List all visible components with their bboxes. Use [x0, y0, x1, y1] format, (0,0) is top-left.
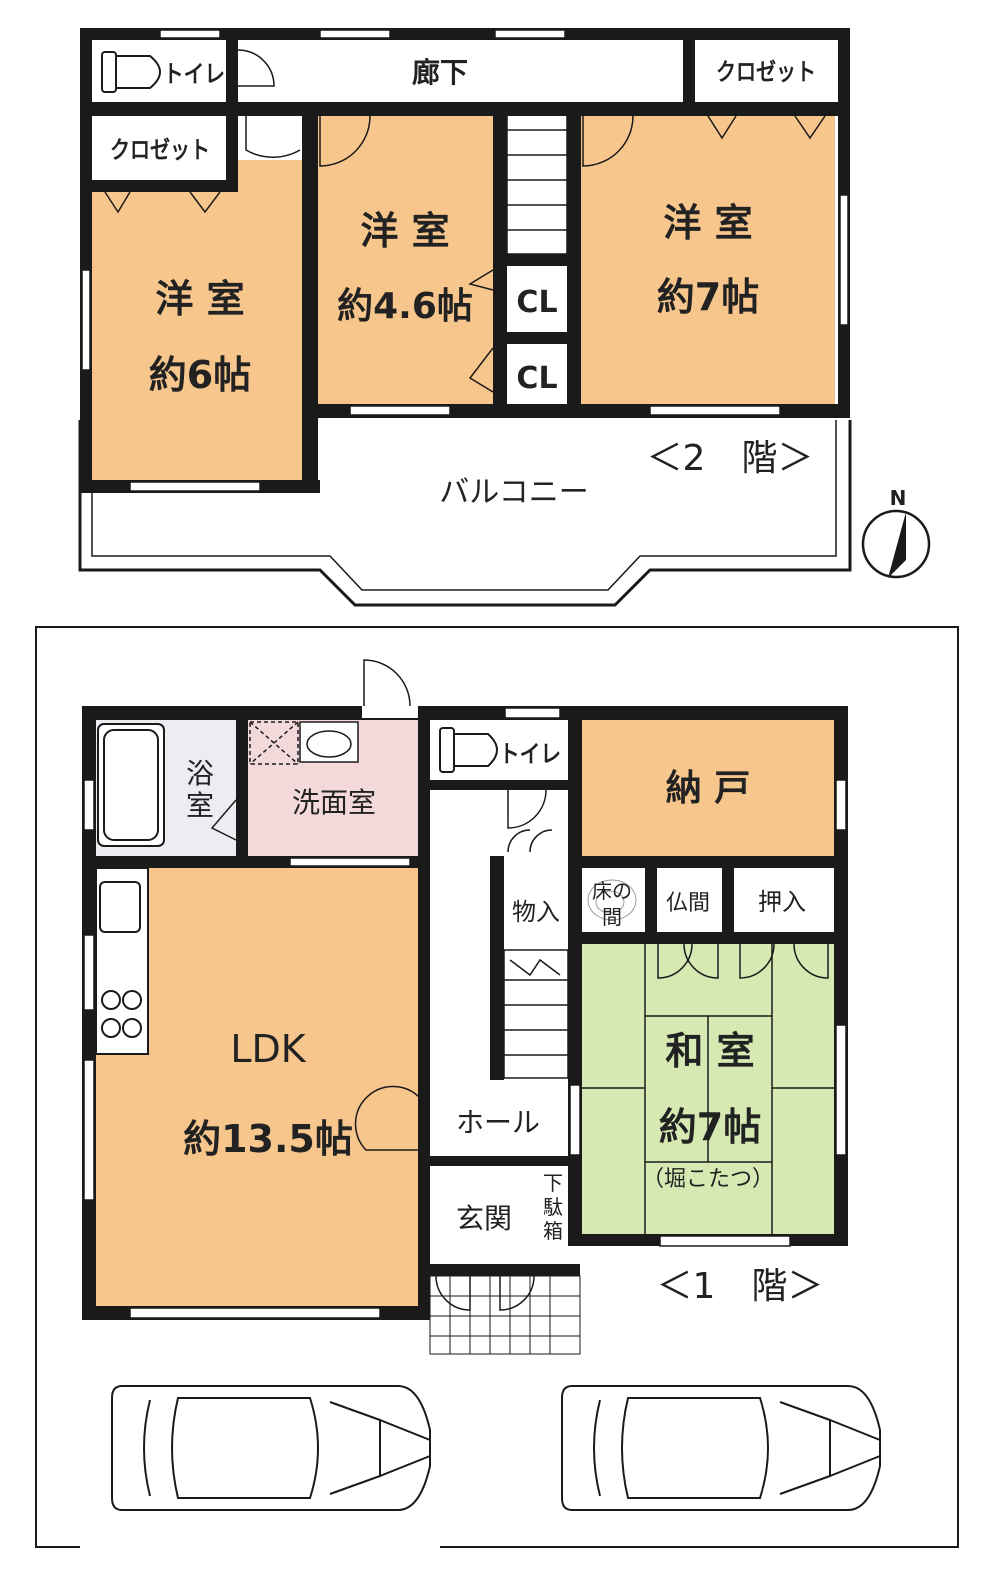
toilet-1f-fixture	[432, 720, 566, 780]
hall-label: ホール	[456, 1106, 540, 1139]
car-right-icon	[561, 1385, 881, 1511]
compass-north-label: N	[890, 486, 907, 510]
corridor-floor	[238, 40, 683, 102]
closet-right-label: クロゼット	[716, 58, 816, 86]
doors-1f	[210, 659, 829, 1311]
entrance-label: 玄関	[456, 1202, 512, 1235]
bath-label-top: 浴	[186, 757, 214, 790]
second-floor: トイレ 廊下 クロゼット クロゼット 洋 室 約6帖 洋 室 約4.6帖 洋 室…	[78, 28, 852, 607]
below-ldk-cover	[80, 1320, 440, 1579]
washitsu-name-label: 和 室	[665, 1029, 754, 1073]
shoebox-label-1: 下	[543, 1171, 563, 1195]
storage-floor	[582, 718, 834, 856]
compass-circle	[861, 509, 931, 579]
cl-lower-label: CL	[516, 361, 557, 396]
ldk-floor-bottom	[96, 868, 418, 1308]
doors-2f	[104, 49, 826, 393]
tokonoma-pattern	[587, 879, 637, 921]
cl-upper-label: CL	[516, 285, 557, 320]
room-4-6jo-floor	[318, 116, 493, 406]
first-floor: 浴 室 洗面室 トイレ 納 戸 LDK 約13.5帖 物入 床の 間 仏間 押入…	[35, 626, 959, 1579]
lot-boundary	[35, 626, 959, 1548]
room-6jo-size: 約6帖	[149, 353, 251, 397]
balcony-label: バルコニー	[439, 475, 588, 510]
closet-left-area	[92, 116, 226, 180]
room-7jo-size: 約7帖	[657, 275, 759, 319]
ldk-size-label: 約13.5帖	[183, 1117, 353, 1161]
tokonoma-label-1: 床の	[592, 879, 632, 903]
room-4-6jo-name: 洋 室	[360, 209, 449, 253]
toilet-2f-label: トイレ	[163, 60, 225, 88]
room-6jo-floor	[92, 160, 302, 480]
windows-2f	[81, 29, 849, 492]
oshiire-label: 押入	[758, 888, 806, 916]
shoebox-label-2: 駄	[543, 1195, 563, 1219]
closet-right-area	[695, 40, 838, 102]
genkan-tiles	[429, 1275, 581, 1355]
washroom-label: 洗面室	[292, 786, 376, 819]
toilet-1f-label: トイレ	[499, 740, 561, 768]
storage-room-label: 納 戸	[666, 768, 751, 809]
corridor-label: 廊下	[412, 56, 468, 89]
stairs-2f	[506, 103, 568, 255]
ldk-label: LDK	[230, 1027, 306, 1071]
floor-2-label: ＜2 階＞	[647, 438, 814, 479]
monoire-label: 物入	[512, 898, 560, 926]
windows-1f	[83, 707, 847, 1319]
washroom-fixtures	[249, 721, 359, 765]
room-6jo-name: 洋 室	[155, 277, 244, 321]
tokonoma-label-2: 間	[602, 905, 622, 929]
butsuma-label: 仏間	[666, 891, 710, 916]
washitsu-size-label: 約7帖	[659, 1105, 761, 1149]
balcony-inner-line	[91, 420, 837, 591]
floor-1-label: ＜1 階＞	[657, 1266, 824, 1307]
kitchen-counter	[95, 867, 149, 1055]
tatami-lines	[582, 944, 834, 1234]
car-left-icon	[111, 1385, 431, 1511]
closet-left-label: クロゼット	[110, 136, 210, 164]
room-7jo-name: 洋 室	[663, 201, 752, 245]
stairs-1f	[503, 949, 569, 1079]
bathtub-fixture	[97, 723, 165, 847]
compass-needle-icon	[888, 512, 906, 578]
toilet-2f-fixture	[92, 40, 226, 102]
room-4-6jo-size: 約4.6帖	[337, 286, 473, 327]
room-7jo-floor	[580, 116, 835, 406]
washitsu-note-label: （堀こたつ）	[642, 1167, 774, 1192]
bath-label-bottom: 室	[186, 789, 214, 822]
shoebox-label-3: 箱	[543, 1219, 563, 1243]
compass: N	[861, 486, 931, 579]
